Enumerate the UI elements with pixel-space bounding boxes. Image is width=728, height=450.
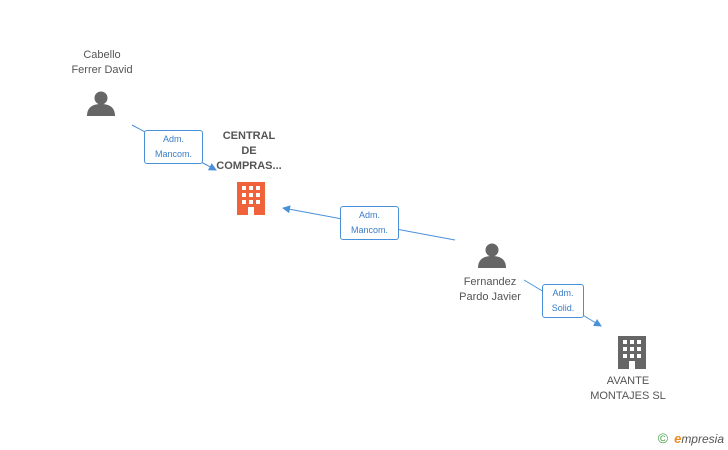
brand-initial: e <box>674 430 682 446</box>
edge-label-line: Solid. <box>551 303 575 313</box>
brand-wordmark: empresia <box>674 431 724 446</box>
brand-name: mpresia <box>681 431 724 446</box>
building-icon[interactable] <box>618 336 646 369</box>
edge-label-cabello-central: Adm. Mancom. <box>144 130 203 164</box>
edge-label-line: Adm. <box>162 134 184 144</box>
person-icon[interactable] <box>87 91 115 117</box>
copyright-symbol: © <box>657 430 669 446</box>
node-label-line: Cabello <box>83 49 121 61</box>
brand-logo[interactable]: © empresia <box>658 430 724 446</box>
node-label-fernandez[interactable]: Fernandez Pardo Javier <box>440 275 540 305</box>
node-label-line: AVANTE <box>606 375 650 387</box>
node-label-line: DE <box>241 145 257 157</box>
node-label-avante[interactable]: AVANTE MONTAJES SL <box>578 374 678 404</box>
node-label-line: Ferrer David <box>71 64 133 76</box>
edge-label-fernandez-avante: Adm. Solid. <box>542 284 584 318</box>
building-icon[interactable] <box>237 182 265 215</box>
edge-label-line: Mancom. <box>154 149 192 159</box>
node-label-cabello[interactable]: Cabello Ferrer David <box>54 48 150 78</box>
node-label-line: CENTRAL <box>222 130 276 142</box>
edge-label-fernandez-central: Adm. Mancom. <box>340 206 399 240</box>
node-label-line: Pardo Javier <box>459 291 521 303</box>
node-label-line: COMPRAS... <box>216 160 282 172</box>
edge-label-line: Adm. <box>358 210 380 220</box>
node-label-line: MONTAJES SL <box>590 390 666 402</box>
node-label-line: Fernandez <box>463 276 517 288</box>
edge-label-line: Mancom. <box>350 225 388 235</box>
edge-label-line: Adm. <box>552 288 574 298</box>
node-label-central[interactable]: CENTRAL DE COMPRAS... <box>204 129 294 174</box>
person-icon[interactable] <box>478 243 506 269</box>
